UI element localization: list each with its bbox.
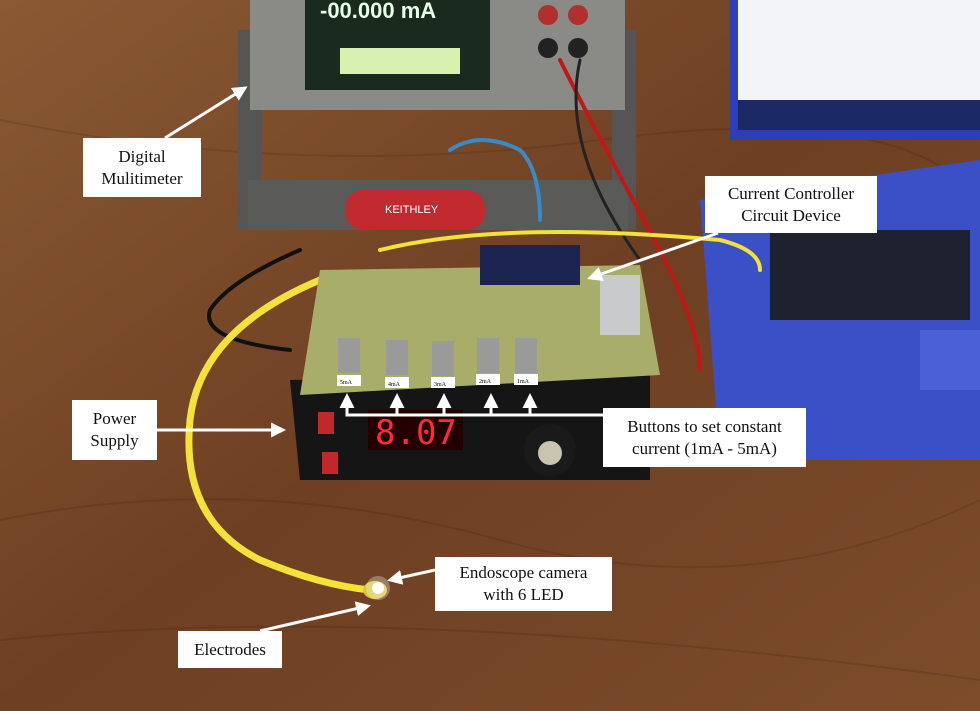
button-4ma: 4mA bbox=[385, 340, 409, 388]
svg-text:4mA: 4mA bbox=[388, 382, 401, 388]
annotation-arrows bbox=[157, 86, 719, 633]
svg-text:1mA: 1mA bbox=[517, 379, 530, 385]
current-buttons: 5mA 4mA 3mA 2mA 1mA bbox=[337, 338, 538, 388]
endoscope-tip bbox=[363, 576, 390, 600]
button-5ma: 5mA bbox=[337, 338, 361, 386]
label-electrodes: Electrodes bbox=[178, 631, 282, 668]
button-2ma: 2mA bbox=[476, 338, 500, 385]
svg-text:2mA: 2mA bbox=[479, 379, 492, 385]
laptop bbox=[700, 0, 980, 460]
current-display: 8.07 bbox=[375, 413, 457, 453]
power-switch-2 bbox=[322, 452, 338, 474]
button-1ma: 1mA bbox=[514, 338, 538, 385]
digital-multimeter: -00.000 mA KEITHLEY bbox=[238, 0, 636, 230]
svg-text:3mA: 3mA bbox=[434, 382, 447, 388]
multimeter-reading: -00.000 mA bbox=[320, 0, 436, 23]
label-buttons: Buttons to set constant current (1mA - 5… bbox=[603, 408, 806, 467]
label-power-supply: Power Supply bbox=[72, 400, 157, 460]
label-current-controller: Current Controller Circuit Device bbox=[705, 176, 877, 233]
keithley-logo: KEITHLEY bbox=[385, 204, 439, 216]
power-switch bbox=[318, 412, 334, 434]
svg-text:5mA: 5mA bbox=[340, 380, 353, 386]
current-controller-device: 8.07 5mA 4mA 3mA 2mA 1mA bbox=[290, 245, 660, 480]
cables bbox=[185, 58, 762, 594]
button-3ma: 3mA bbox=[431, 341, 455, 388]
label-digital-multimeter: Digital Mulitimeter bbox=[83, 138, 201, 197]
label-endoscope-camera: Endoscope camera with 6 LED bbox=[435, 557, 612, 611]
